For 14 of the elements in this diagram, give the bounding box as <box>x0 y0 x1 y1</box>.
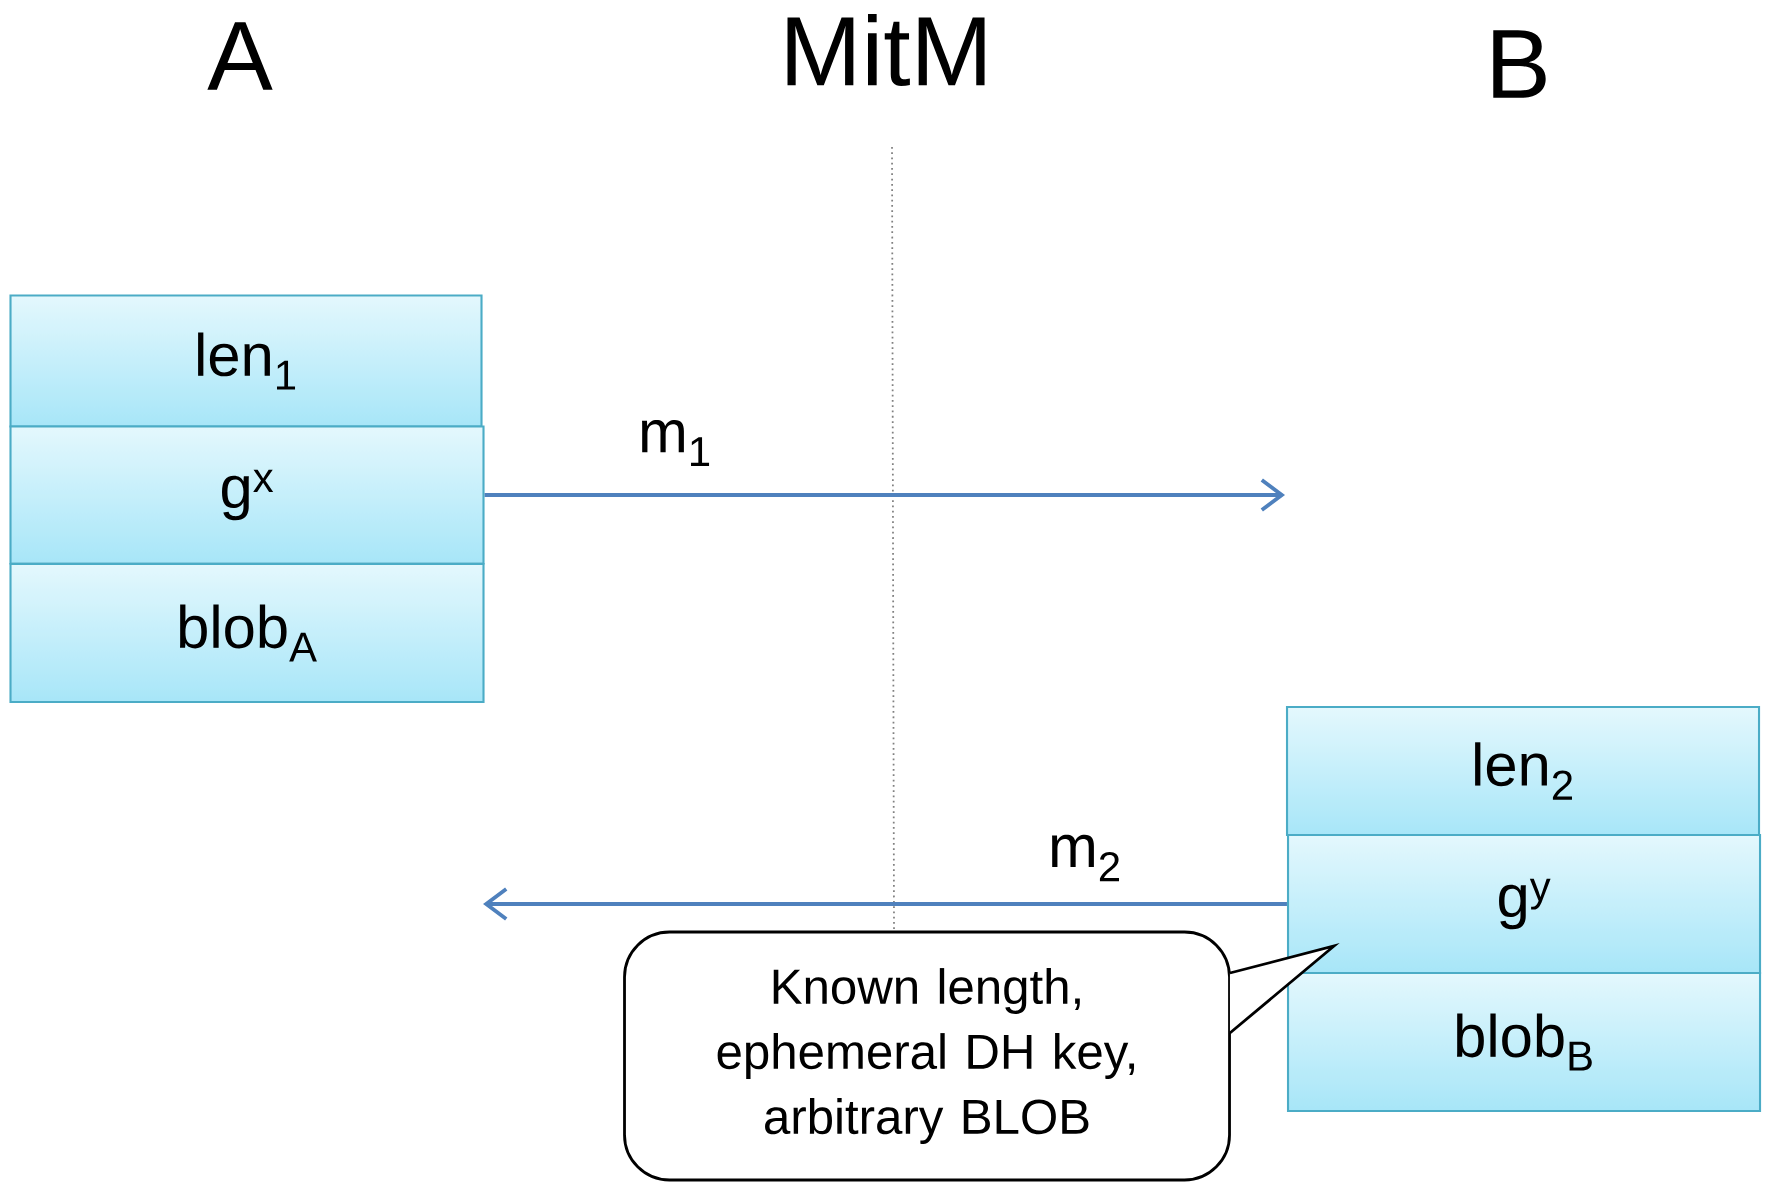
party-label: MitM <box>787 13 985 87</box>
field-cell: g$^{x}$ <box>9 425 485 565</box>
arrow <box>484 478 1286 512</box>
edge-label: m$_{1}$ <box>642 420 710 466</box>
field-cell: blob$_{B}$ <box>1286 971 1762 1113</box>
party-label: B <box>1493 30 1546 98</box>
field-cell: blob$_{A}$ <box>9 562 485 704</box>
field-cell: g$^{y}$ <box>1286 833 1762 975</box>
field-cell: len$_{1}$ <box>9 294 483 428</box>
field-cell: len$_{2}$ <box>1285 705 1761 837</box>
callout-bubble: Known length, ephemeral DH key, arbitrary BLOB <box>623 930 1340 1182</box>
arrow <box>483 887 1287 921</box>
party-label: A <box>207 22 273 90</box>
edge-label: m$_{2}$ <box>1052 834 1119 882</box>
